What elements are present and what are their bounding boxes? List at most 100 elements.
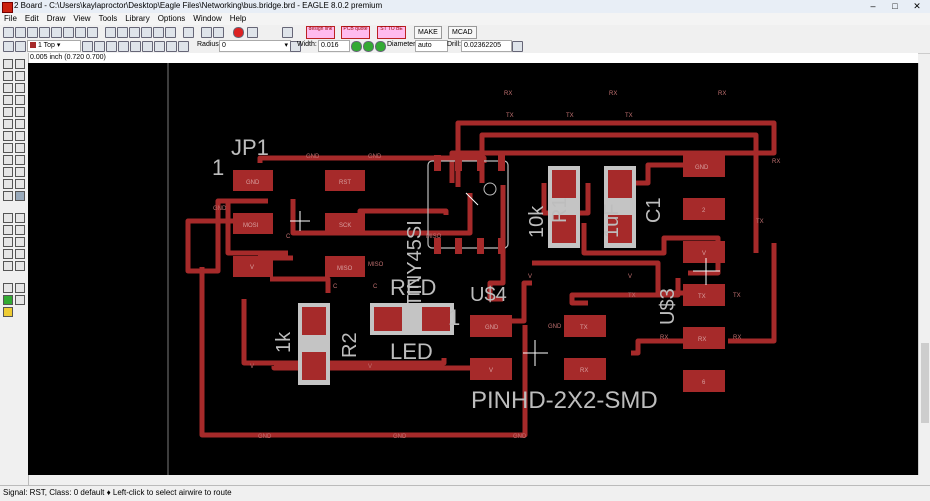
- wire-bend-8-icon[interactable]: [166, 41, 177, 52]
- menu-edit[interactable]: Edit: [24, 14, 39, 23]
- warning-icon[interactable]: [3, 307, 13, 317]
- route-icon[interactable]: [3, 179, 13, 189]
- print-icon[interactable]: [27, 27, 38, 38]
- value-icon[interactable]: [15, 143, 25, 153]
- wire-bend-3-icon[interactable]: [106, 41, 117, 52]
- mcad-button[interactable]: MCAD: [448, 26, 477, 39]
- zoom-select-icon[interactable]: [183, 27, 194, 38]
- open-icon[interactable]: [3, 27, 14, 38]
- undo-icon[interactable]: [201, 27, 212, 38]
- move-icon[interactable]: [3, 83, 13, 93]
- polygon-icon[interactable]: [15, 237, 25, 247]
- zoom-in-icon[interactable]: [117, 27, 128, 38]
- wire-icon[interactable]: [3, 213, 13, 223]
- route-active-icon[interactable]: [15, 191, 25, 201]
- board-icon[interactable]: [63, 27, 74, 38]
- radius-select[interactable]: 0 ▾: [219, 40, 291, 52]
- maximize-button[interactable]: □: [892, 1, 898, 11]
- menu-tools[interactable]: Tools: [98, 14, 118, 23]
- width-select[interactable]: 0.016: [318, 40, 350, 52]
- zoom-redraw-icon[interactable]: [141, 27, 152, 38]
- smash-icon[interactable]: [3, 155, 13, 165]
- zoom-fit-icon[interactable]: [105, 27, 116, 38]
- wire-bend-6-icon[interactable]: [142, 41, 153, 52]
- minimize-button[interactable]: –: [870, 1, 876, 11]
- copy-icon[interactable]: [15, 83, 25, 93]
- ripup-icon[interactable]: [15, 179, 25, 189]
- optimize-icon[interactable]: [15, 167, 25, 177]
- mark-icon[interactable]: [15, 71, 25, 81]
- menu-library[interactable]: Library: [125, 14, 150, 23]
- pcb-quote-badge[interactable]: PCB quote: [341, 26, 370, 39]
- diameter-select[interactable]: auto: [415, 40, 448, 52]
- scrollbar-thumb[interactable]: [921, 343, 929, 423]
- hole-icon[interactable]: [3, 261, 13, 271]
- rotate-icon[interactable]: [15, 95, 25, 105]
- script-icon[interactable]: [87, 27, 98, 38]
- split-icon[interactable]: [15, 155, 25, 165]
- stop-icon[interactable]: [233, 27, 244, 38]
- autorouter-icon[interactable]: [15, 283, 25, 293]
- delete-icon[interactable]: [3, 119, 13, 129]
- layer-select[interactable]: 1 Top ▾: [27, 40, 81, 52]
- wire-bend-5-icon[interactable]: [130, 41, 141, 52]
- paste-icon[interactable]: [15, 119, 25, 129]
- wire-bend-1-icon[interactable]: [82, 41, 93, 52]
- via-square-icon[interactable]: [375, 41, 386, 52]
- help-icon[interactable]: [282, 27, 293, 38]
- wire-bend-9-icon[interactable]: [178, 41, 189, 52]
- menu-window[interactable]: Window: [193, 14, 222, 23]
- miter-icon[interactable]: [290, 41, 301, 52]
- text-icon[interactable]: [15, 213, 25, 223]
- name-icon[interactable]: [3, 143, 13, 153]
- redo-icon[interactable]: [213, 27, 224, 38]
- signal-icon[interactable]: [15, 249, 25, 259]
- make-button[interactable]: MAKE: [414, 26, 442, 39]
- schematic-icon[interactable]: [51, 27, 62, 38]
- menu-view[interactable]: View: [73, 14, 91, 23]
- via-octagon-icon[interactable]: [363, 41, 374, 52]
- design-link-badge[interactable]: design link: [306, 26, 335, 39]
- change-icon[interactable]: [15, 107, 25, 117]
- menu-help[interactable]: Help: [229, 14, 247, 23]
- lock-icon[interactable]: [3, 191, 13, 201]
- rect-icon[interactable]: [3, 237, 13, 247]
- errors-icon[interactable]: [15, 295, 25, 305]
- cam-icon[interactable]: [39, 27, 50, 38]
- circle-icon[interactable]: [3, 225, 13, 235]
- ratsnest-icon[interactable]: [3, 283, 13, 293]
- ulp-icon[interactable]: [75, 27, 86, 38]
- via-icon[interactable]: [3, 249, 13, 259]
- zoom-previous-icon[interactable]: [165, 27, 176, 38]
- board-canvas[interactable]: JP1 1 GND RST MOSI SCK V MISO ATTINY45SI…: [28, 63, 918, 475]
- arc-icon[interactable]: [15, 225, 25, 235]
- show-icon[interactable]: [15, 59, 25, 69]
- via-round-icon[interactable]: [351, 41, 362, 52]
- zoom-out-icon[interactable]: [129, 27, 140, 38]
- wire-bend-2-icon[interactable]: [94, 41, 105, 52]
- grid-icon[interactable]: [3, 41, 14, 52]
- zoom-area-icon[interactable]: [153, 27, 164, 38]
- wire-bend-7-icon[interactable]: [154, 41, 165, 52]
- drill-select[interactable]: 0.02362205: [461, 40, 512, 52]
- vertical-scrollbar[interactable]: [918, 63, 930, 475]
- go-icon[interactable]: [247, 27, 258, 38]
- wire-bend-4-icon[interactable]: [118, 41, 129, 52]
- display-icon[interactable]: [3, 71, 13, 81]
- layers-icon[interactable]: [15, 41, 26, 52]
- menu-draw[interactable]: Draw: [46, 14, 66, 23]
- menu-options[interactable]: Options: [157, 14, 186, 23]
- attribute-icon[interactable]: [15, 261, 25, 271]
- group-icon[interactable]: [3, 107, 13, 117]
- replace-icon[interactable]: [15, 131, 25, 141]
- save-icon[interactable]: [15, 27, 26, 38]
- drc-icon[interactable]: [3, 295, 13, 305]
- st-badge[interactable]: ST TO BE: [377, 26, 406, 39]
- close-button[interactable]: ✕: [913, 1, 921, 11]
- mirror-icon[interactable]: [3, 95, 13, 105]
- miter-tool-icon[interactable]: [3, 167, 13, 177]
- add-icon[interactable]: [3, 131, 13, 141]
- settings-icon[interactable]: [512, 41, 523, 52]
- menu-file[interactable]: File: [4, 14, 17, 23]
- info-icon[interactable]: [3, 59, 13, 69]
